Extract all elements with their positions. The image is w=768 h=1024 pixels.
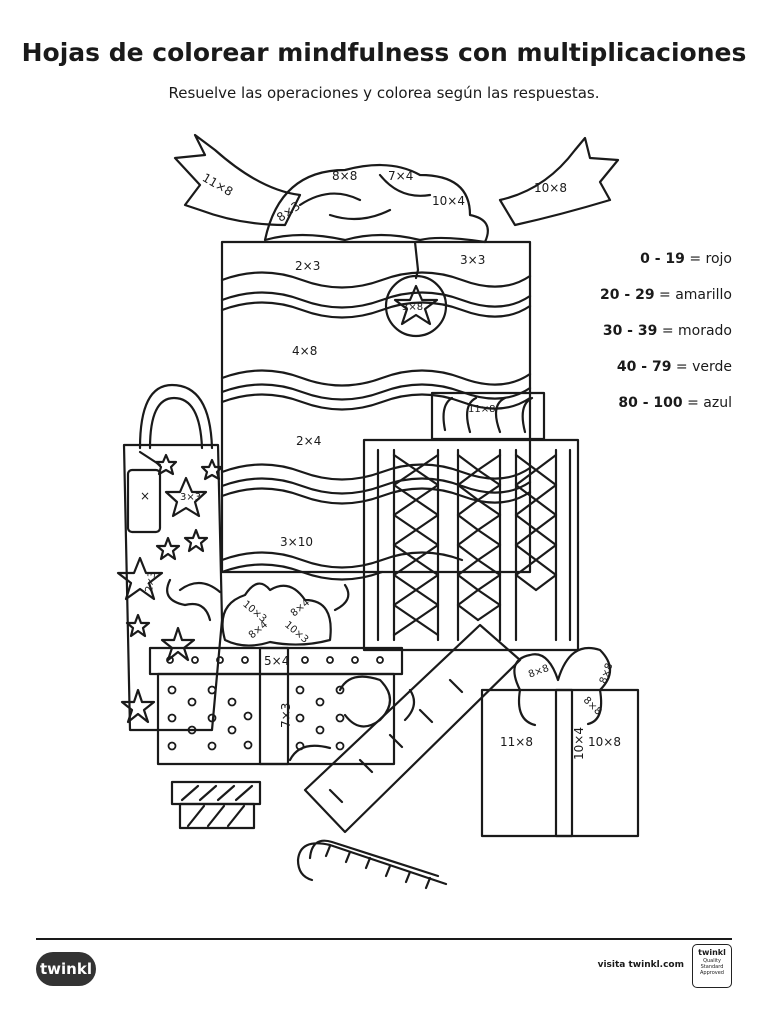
op-bow-mid-4: 10×3 [282, 620, 310, 646]
page-title: Hojas de colorear mindfulness con multip… [21, 38, 747, 67]
wave-band-3 [220, 463, 532, 505]
round-tag [384, 274, 448, 338]
wave-band-4 [220, 551, 464, 581]
twinkl-logo[interactable]: twinkl [36, 952, 96, 986]
tall-box [220, 240, 532, 574]
legend-row: 20 - 29 = amarillo [600, 287, 732, 303]
op-ribbon-right: 10×8 [534, 181, 567, 195]
op-right-bow-2: 8×8 [598, 662, 616, 686]
footer-divider [36, 938, 732, 940]
ribbon-right [498, 136, 620, 227]
op-tag-star: 3×8 [402, 302, 423, 313]
op-ribbon-left: 11×8 [200, 170, 236, 199]
op-cake-band3: 2×4 [296, 434, 321, 448]
op-bag-star-low: 2×3 [144, 571, 158, 594]
op-cake-band1-right: 3×3 [460, 253, 485, 267]
badge-brand: twinkl [698, 948, 726, 957]
op-bag-tag: × [140, 489, 150, 503]
right-box [480, 688, 640, 838]
dotted-box [156, 672, 396, 766]
op-bow-right-low: 10×4 [432, 194, 465, 208]
wave-band-2 [220, 369, 532, 411]
dots-pattern [166, 656, 384, 751]
op-bag-star: 3×3 [180, 492, 201, 503]
wave-band-1 [220, 271, 532, 319]
op-right-bow-1: 8×8 [527, 663, 551, 681]
legend-row: 80 - 100 = azul [618, 395, 732, 411]
right-box-bow [513, 646, 612, 727]
op-right-box-right: 10×8 [588, 735, 621, 749]
legend-row: 0 - 19 = rojo [640, 251, 732, 267]
op-dots-box-ribbon-h: 5×4 [264, 654, 289, 668]
op-dots-box-ribbon-v: 7×3 [279, 703, 293, 728]
middle-bow [221, 582, 332, 647]
op-cake-band1-left: 2×3 [295, 259, 320, 273]
op-right-box-ribbon: 10×4 [572, 727, 586, 760]
op-cake-band2: 4×8 [292, 344, 317, 358]
candy-cane [296, 839, 448, 886]
cracker [303, 623, 522, 834]
op-bow-top-right: 7×4 [388, 169, 413, 183]
op-bow-mid-3: 8×4 [247, 619, 270, 641]
legend-row: 40 - 79 = verde [616, 359, 732, 375]
badge-text2: Approved [700, 970, 724, 976]
op-small-box-top: 11×8 [468, 404, 495, 415]
op-bow-top-left: 8×8 [332, 169, 357, 183]
visit-link[interactable]: visita twinkl.com [597, 960, 684, 970]
op-right-box-left: 11×8 [500, 735, 533, 749]
page-subtitle: Resuelve las operaciones y colorea según… [168, 84, 600, 102]
top-bow [263, 163, 489, 244]
badge-text1: Quality Standard [700, 958, 724, 970]
patterned-box [362, 438, 580, 652]
quality-badge: twinkl Quality Standard Approved [692, 944, 732, 988]
color-legend: 0 - 19 = rojo 20 - 29 = amarillo 30 - 39… [600, 248, 732, 428]
op-cake-band4: 3×10 [280, 535, 313, 549]
legend-row: 30 - 39 = morado [602, 323, 732, 339]
ribbon-left [173, 133, 302, 227]
small-bottom-box [178, 802, 256, 830]
